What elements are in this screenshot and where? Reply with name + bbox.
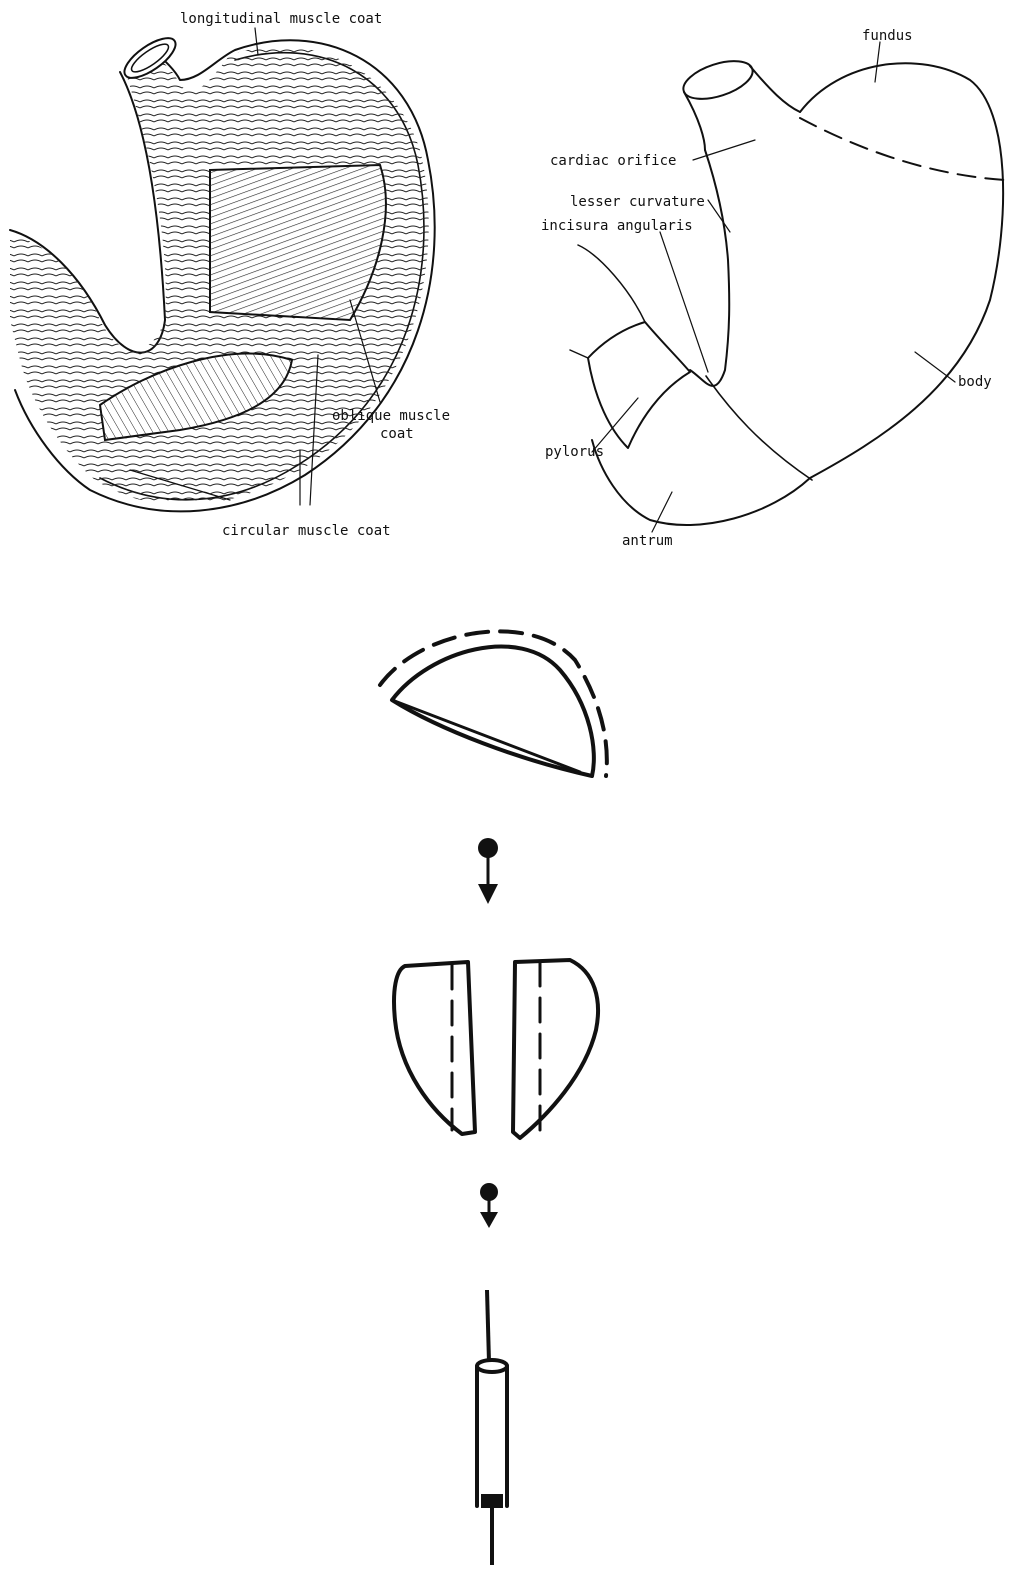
label-lesser-curvature: lesser curvature <box>570 194 705 210</box>
step-2-cut-halves <box>394 960 598 1138</box>
stomach-outline <box>592 63 1003 525</box>
fundus-boundary <box>800 118 1005 180</box>
muscle-coat-illustration: longitudinal muscle coat oblique muscle … <box>0 11 450 539</box>
label-antrum: antrum <box>622 533 673 549</box>
process-sequence <box>380 631 607 1565</box>
label-oblique-muscle-coat: oblique muscle <box>332 408 450 424</box>
label-incisura-angularis: incisura angularis <box>541 218 693 234</box>
esophagus-end <box>679 54 757 107</box>
label-circular-muscle-coat: circular muscle coat <box>222 523 391 539</box>
stomach-regions-diagram: fundus cardiac orifice lesser curvature … <box>541 28 1005 549</box>
antrum-boundary <box>706 376 812 480</box>
label-oblique-muscle-coat-2: coat <box>380 426 414 442</box>
step-3-mounted-strip <box>477 1290 507 1565</box>
arrow-down-2 <box>480 1183 498 1228</box>
step-1-tissue-section <box>380 631 607 776</box>
left-half-strip <box>394 962 475 1134</box>
arrow-down-1 <box>478 838 498 904</box>
right-half-strip <box>513 960 598 1138</box>
pylorus-segment <box>588 322 690 448</box>
label-cardiac-orifice: cardiac orifice <box>550 153 676 169</box>
label-body: body <box>958 374 992 390</box>
label-pylorus: pylorus <box>545 444 604 460</box>
label-fundus: fundus <box>862 28 913 44</box>
label-longitudinal-muscle-coat: longitudinal muscle coat <box>180 11 382 27</box>
